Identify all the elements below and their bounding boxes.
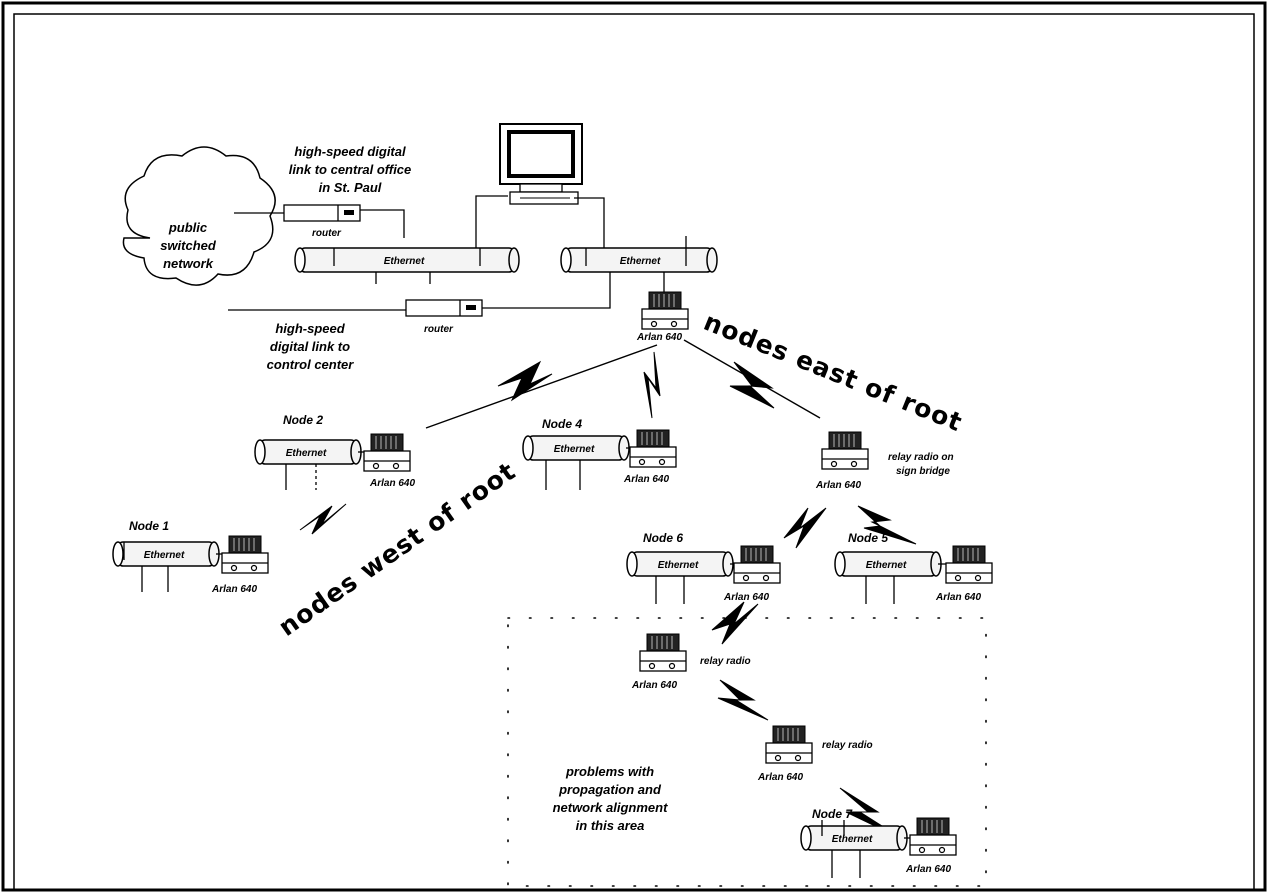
computer-left-link (475, 195, 508, 248)
cloud-label-1: public (168, 220, 208, 235)
central-office-label-2: link to central office (289, 162, 412, 177)
sign-bridge-label-1: relay radio on (888, 452, 954, 463)
problem-area-label-1: problems with (565, 764, 654, 779)
node-6: Node 6 Ethernet Arlan 640 (626, 531, 781, 604)
node-5-label: Node 5 (848, 531, 888, 545)
node-4: Node 4 Ethernet Arlan 640 (522, 417, 677, 490)
node-5-radio-label: Arlan 640 (935, 592, 981, 603)
node2-node1-lightning-icon (299, 503, 347, 535)
node-1-label: Node 1 (129, 519, 169, 533)
root-node2-lightning-icon (497, 360, 553, 402)
problem-area-label-4: in this area (576, 818, 645, 833)
central-office-label-3: in St. Paul (319, 180, 382, 195)
ethernet-label: Ethernet (832, 834, 873, 845)
relay-1-radio-label: Arlan 640 (631, 680, 677, 691)
ethernet-label: Ethernet (384, 256, 425, 267)
router-top-ethernet-link (360, 209, 405, 238)
node-7-label: Node 7 (812, 807, 853, 821)
relay-2-arlan-radio (765, 725, 813, 764)
relay-1-label: relay radio (700, 656, 751, 667)
ethernet-label: Ethernet (286, 448, 327, 459)
node-2-label: Node 2 (283, 413, 323, 427)
node-2-arlan-radio (363, 433, 411, 472)
computer-right-link (574, 197, 605, 248)
ethernet-backbone-right: Ethernet (560, 236, 718, 273)
computer-workstation (499, 123, 583, 205)
node-7-radio-label: Arlan 640 (905, 864, 951, 875)
cloud-label-2: switched (160, 238, 217, 253)
node6-relay1-lightning-icon (711, 601, 759, 645)
sign-bridge-radio-label: Arlan 640 (815, 480, 861, 491)
node-4-arlan-radio (629, 429, 677, 468)
ethernet-label: Ethernet (658, 560, 699, 571)
ethernet-label: Ethernet (144, 550, 185, 561)
router-bottom-ethernet-link (482, 262, 611, 309)
node-4-label: Node 4 (542, 417, 582, 431)
root-radio-label: Arlan 640 (636, 332, 682, 343)
node-6-arlan-radio (733, 545, 781, 584)
cloud-label-3: network (163, 256, 214, 271)
relay-radio-1: relay radio Arlan 640 (631, 633, 751, 691)
central-office-label-1: high-speed digital (294, 144, 406, 159)
relay-2-label: relay radio (822, 740, 873, 751)
node-4-radio-label: Arlan 640 (623, 474, 669, 485)
sign-bridge-relay: Arlan 640 relay radio on sign bridge (815, 431, 954, 491)
sign-bridge-label-2: sign bridge (896, 466, 950, 477)
node-7-arlan-radio (909, 817, 957, 856)
public-switched-network-cloud: public switched network (122, 146, 276, 286)
node-2: Node 2 Ethernet Arlan 640 (254, 413, 415, 490)
node-5: Node 5 Ethernet Arlan 640 (834, 531, 993, 604)
node-1-radio-label: Arlan 640 (211, 584, 257, 595)
node-5-arlan-radio (945, 545, 993, 584)
ethernet-backbone-left: Ethernet (294, 247, 520, 284)
node-1: Node 1 Ethernet Arlan 640 (112, 519, 269, 595)
problem-area-label-3: network alignment (553, 800, 669, 815)
ethernet-label: Ethernet (554, 444, 595, 455)
control-center-label-2: digital link to (270, 339, 350, 354)
relay1-relay2-lightning-icon (717, 679, 769, 721)
root-node4-lightning-icon (643, 351, 661, 419)
node-6-label: Node 6 (643, 531, 683, 545)
router-bottom-label: router (424, 324, 454, 335)
east-node6-lightning-icon (783, 507, 827, 549)
relay-1-arlan-radio (639, 633, 687, 672)
router-top (283, 204, 361, 222)
router-top-label: router (312, 228, 342, 239)
node-6-radio-label: Arlan 640 (723, 592, 769, 603)
ethernet-label: Ethernet (866, 560, 907, 571)
control-center-label-1: high-speed (275, 321, 345, 336)
node-7: Node 7 Ethernet Arlan 640 (800, 807, 957, 878)
relay-radio-2: relay radio Arlan 640 (757, 725, 873, 783)
node-1-arlan-radio (221, 535, 269, 574)
problem-area-label-2: propagation and (558, 782, 662, 797)
control-center-label-3: control center (267, 357, 355, 372)
root-node2-link (425, 344, 658, 429)
router-bottom (405, 299, 483, 317)
node-2-radio-label: Arlan 640 (369, 478, 415, 489)
root-arlan-radio (641, 291, 689, 330)
ethernet-label: Ethernet (620, 256, 661, 267)
inner-frame (13, 13, 1255, 891)
sign-bridge-arlan-radio (821, 431, 869, 470)
east-node5-lightning-icon (857, 505, 917, 545)
relay-2-radio-label: Arlan 640 (757, 772, 803, 783)
root-east-lightning-icon (729, 361, 775, 409)
